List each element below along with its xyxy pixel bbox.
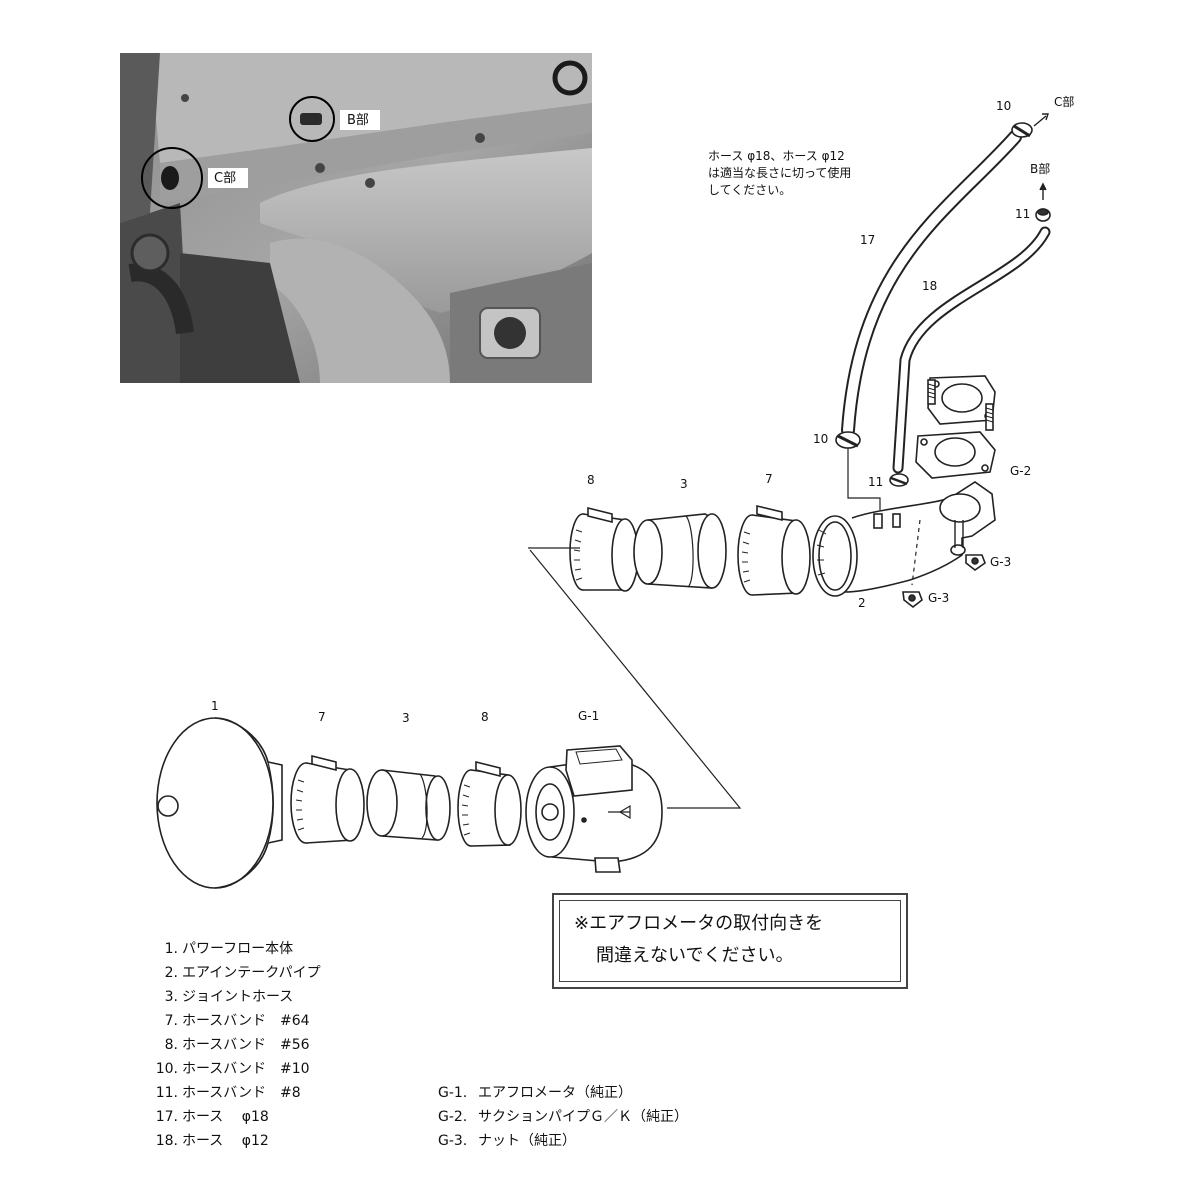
part-name: ホースバンド #10 (182, 1061, 310, 1077)
genuine-part-code: G-1. (438, 1085, 468, 1101)
label-7-lower: 7 (318, 710, 326, 724)
power-flow-body (156, 717, 283, 889)
joint-hose-upper (633, 513, 727, 589)
label-1: 1 (211, 699, 219, 713)
nut-g3-a (902, 591, 923, 609)
parts-list-item: 18.ホース φ12 (150, 1130, 269, 1150)
hose-band-8-lower (457, 760, 522, 847)
part-number: 7. (164, 1013, 178, 1029)
parts-list-item: 3.ジョイントホース (150, 986, 294, 1006)
part-number: 11. (155, 1085, 178, 1101)
part-name: エアインテークパイプ (182, 965, 321, 981)
warning-inner-border (559, 900, 901, 982)
gasket-lower (915, 431, 996, 479)
part-name: ホースバンド #56 (182, 1037, 310, 1053)
note-line: は適当な長さに切って使用 (708, 166, 852, 180)
part-name: パワーフロー本体 (182, 941, 294, 957)
label-17: 17 (860, 233, 876, 247)
label-18: 18 (922, 279, 938, 293)
hose-cut-note: ホース φ18、ホース φ12 は適当な長さに切って使用 してください。 (708, 148, 908, 199)
hose-band-11-mid (889, 473, 909, 487)
label-10-mid: 10 (813, 432, 829, 446)
photo-label-c-part: C部 (214, 171, 237, 186)
part-name: ホース φ12 (182, 1133, 269, 1149)
label-8-lower: 8 (481, 710, 489, 724)
air-flow-meter (525, 745, 663, 873)
link-line (528, 547, 742, 809)
label-3-upper: 3 (680, 477, 688, 491)
label-b-part-arrow: B部 (1030, 162, 1051, 176)
label-11-mid: 11 (868, 475, 884, 489)
genuine-parts-item: G-3. ナット（純正） (438, 1130, 576, 1150)
parts-list-item: 10.ホースバンド #10 (150, 1058, 310, 1078)
parts-list-item: 1.パワーフロー本体 (150, 938, 294, 958)
part-number: 18. (155, 1133, 178, 1149)
label-11-top: 11 (1015, 207, 1031, 221)
hose-band-8-upper (569, 506, 639, 592)
part-number: 8. (164, 1037, 178, 1053)
hose-band-11-top (1035, 182, 1051, 222)
gasket-upper (927, 375, 996, 425)
genuine-part-name: サクションパイプＧ／Ｋ（純正） (478, 1109, 688, 1125)
engine-photo (120, 53, 592, 383)
part-number: 10. (155, 1061, 178, 1077)
hose-18 (892, 226, 1051, 474)
studs (927, 379, 994, 431)
warning-box: ※エアフロメータの取付向きを 間違えないでください。 (552, 893, 908, 989)
hose-band-10-top (1011, 113, 1049, 138)
label-2: 2 (858, 596, 866, 610)
parts-list-item: 8.ホースバンド #56 (150, 1034, 310, 1054)
genuine-part-code: G-3. (438, 1133, 468, 1149)
genuine-part-name: エアフロメータ（純正） (478, 1085, 632, 1101)
air-intake-pipe (812, 481, 996, 597)
part-name: ホースバンド #64 (182, 1013, 310, 1029)
hose-17 (841, 130, 1022, 437)
part-number: 2. (164, 965, 178, 981)
label-g3-bottom: G-3 (928, 591, 950, 605)
part-name: ホースバンド #8 (182, 1085, 301, 1101)
joint-hose-lower (366, 769, 451, 841)
note-line: してください。 (708, 183, 792, 197)
guide-line (911, 519, 921, 586)
genuine-part-name: ナット（純正） (478, 1133, 576, 1149)
label-c-part-arrow: C部 (1054, 95, 1075, 109)
photo-label-b-part: B部 (347, 113, 369, 128)
part-number: 17. (155, 1109, 178, 1125)
nut-g3-b (965, 554, 986, 571)
label-g1: G-1 (578, 709, 600, 723)
parts-list-item: 2.エアインテークパイプ (150, 962, 321, 982)
part-number: 3. (164, 989, 178, 1005)
warning-line-2: 間違えないでください。 (596, 945, 794, 966)
parts-list-item: 17.ホース φ18 (150, 1106, 269, 1126)
parts-list-item: 7.ホースバンド #64 (150, 1010, 310, 1030)
part-name: ホース φ18 (182, 1109, 269, 1125)
note-line: ホース φ18、ホース φ12 (708, 149, 845, 163)
hose-band-7-upper (737, 504, 811, 596)
warning-line-1: ※エアフロメータの取付向きを (574, 913, 824, 934)
parts-list-item: 11.ホースバンド #8 (150, 1082, 301, 1102)
label-7-upper: 7 (765, 472, 773, 486)
label-10-top: 10 (996, 99, 1012, 113)
label-g3-right: G-3 (990, 555, 1012, 569)
label-3-lower: 3 (402, 711, 410, 725)
part-name: ジョイントホース (182, 989, 294, 1005)
hose-band-7-lower (290, 754, 365, 844)
label-8-upper: 8 (587, 473, 595, 487)
label-g2: G-2 (1010, 464, 1032, 478)
genuine-parts-item: G-2. サクションパイプＧ／Ｋ（純正） (438, 1106, 688, 1126)
hose-band-10-mid (835, 431, 881, 510)
genuine-part-code: G-2. (438, 1109, 468, 1125)
part-number: 1. (164, 941, 178, 957)
genuine-parts-item: G-1. エアフロメータ（純正） (438, 1082, 632, 1102)
